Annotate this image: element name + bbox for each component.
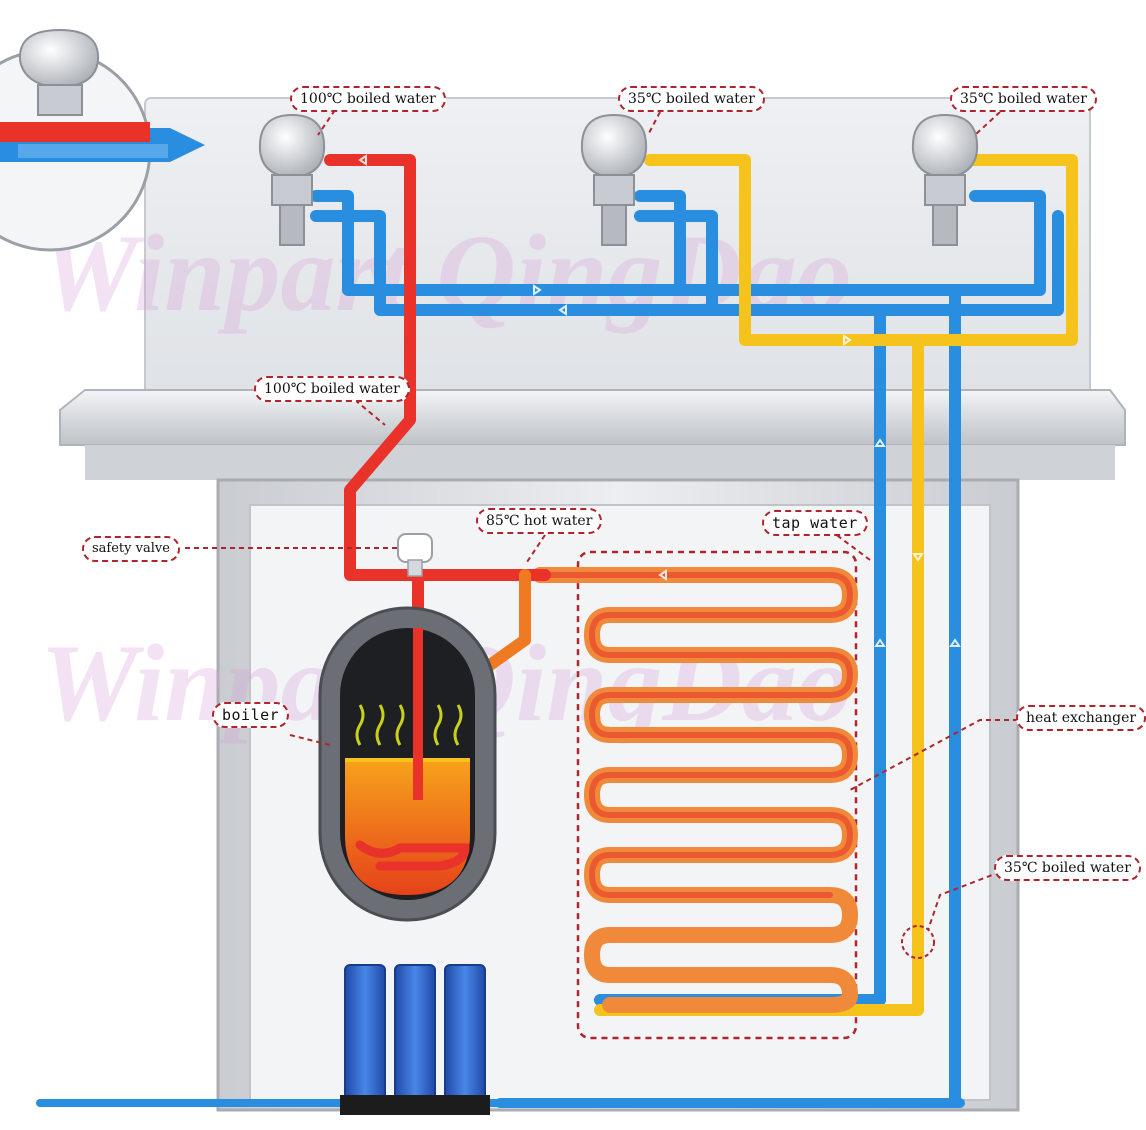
faucet-left[interactable] [258,113,326,246]
faucet-middle[interactable] [580,113,648,246]
heat-exchanger-region [576,550,858,1040]
label-safety-valve: safety valve [82,536,180,562]
drip-tray [59,389,1126,446]
leader-lines [185,109,1018,931]
label-boiler: boiler [212,702,290,728]
label-faucet-right: 35℃ boiled water [950,86,1097,112]
label-tap-water: tap water [762,510,868,536]
flow-markers [358,154,961,647]
heat-exchanger-coil [532,567,858,1013]
label-faucet-left: 100℃ boiled water [290,86,446,112]
faucet-detail-inset [0,28,205,252]
label-heat-exchanger: heat exchanger [1016,705,1146,731]
faucet-right[interactable] [911,113,979,246]
label-faucet-middle: 35℃ boiled water [618,86,765,112]
safety-valve [397,533,433,577]
label-boiled-35-low: 35℃ boiled water [994,855,1141,881]
boiler [318,606,497,922]
label-hot-water: 85℃ hot water [476,508,603,534]
label-riser: 100℃ boiled water [254,376,410,402]
water-filters [340,964,490,1115]
boiled-35-marker [901,925,935,959]
